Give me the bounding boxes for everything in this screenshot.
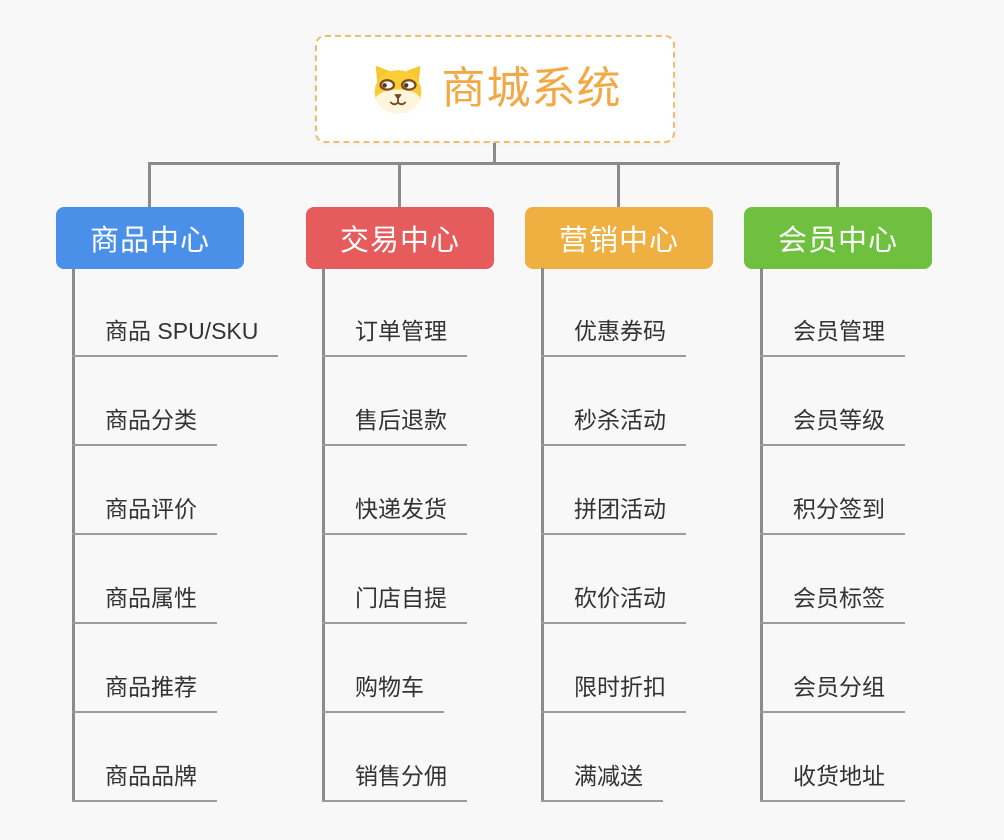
connector-branch-stub	[617, 162, 620, 208]
leaf-item[interactable]: 商品分类	[72, 406, 217, 446]
connector-branch-stub	[398, 162, 401, 208]
leaf-item[interactable]: 商品 SPU/SKU	[72, 317, 279, 357]
leaf-item[interactable]: 商品推荐	[72, 673, 217, 713]
branch-node-trade-center[interactable]: 交易中心	[306, 207, 494, 269]
connector-horizontal	[149, 162, 840, 165]
connector-root-stub	[493, 142, 496, 163]
branch-trunk	[72, 268, 75, 802]
leaf-item[interactable]: 商品品牌	[72, 762, 217, 802]
leaf-item[interactable]: 会员分组	[760, 673, 905, 713]
root-title: 商城系统	[441, 64, 622, 113]
shiba-dog-face-icon	[369, 63, 427, 115]
leaf-item[interactable]: 会员标签	[760, 584, 905, 624]
leaf-item[interactable]: 秒杀活动	[541, 406, 686, 446]
leaf-item[interactable]: 优惠券码	[541, 317, 686, 357]
leaf-item[interactable]: 满减送	[541, 762, 663, 802]
leaf-item[interactable]: 购物车	[322, 673, 444, 713]
leaf-item[interactable]: 砍价活动	[541, 584, 686, 624]
leaf-item[interactable]: 限时折扣	[541, 673, 686, 713]
branch-trunk	[541, 268, 544, 802]
connector-branch-stub	[148, 162, 151, 208]
leaf-item[interactable]: 商品属性	[72, 584, 217, 624]
branch-trunk	[760, 268, 763, 802]
connector-branch-stub	[836, 162, 839, 208]
root-node[interactable]: 商城系统	[315, 35, 675, 143]
leaf-item[interactable]: 售后退款	[322, 406, 467, 446]
leaf-item[interactable]: 商品评价	[72, 495, 217, 535]
leaf-item[interactable]: 会员管理	[760, 317, 905, 357]
leaf-item[interactable]: 会员等级	[760, 406, 905, 446]
leaf-item[interactable]: 销售分佣	[322, 762, 467, 802]
branch-node-marketing-center[interactable]: 营销中心	[525, 207, 713, 269]
leaf-item[interactable]: 拼团活动	[541, 495, 686, 535]
leaf-item[interactable]: 订单管理	[322, 317, 467, 357]
branch-node-member-center[interactable]: 会员中心	[744, 207, 932, 269]
leaf-item[interactable]: 门店自提	[322, 584, 467, 624]
leaf-item[interactable]: 收货地址	[760, 762, 905, 802]
leaf-item[interactable]: 快递发货	[322, 495, 467, 535]
branch-node-product-center[interactable]: 商品中心	[56, 207, 244, 269]
branch-trunk	[322, 268, 325, 802]
leaf-item[interactable]: 积分签到	[760, 495, 905, 535]
